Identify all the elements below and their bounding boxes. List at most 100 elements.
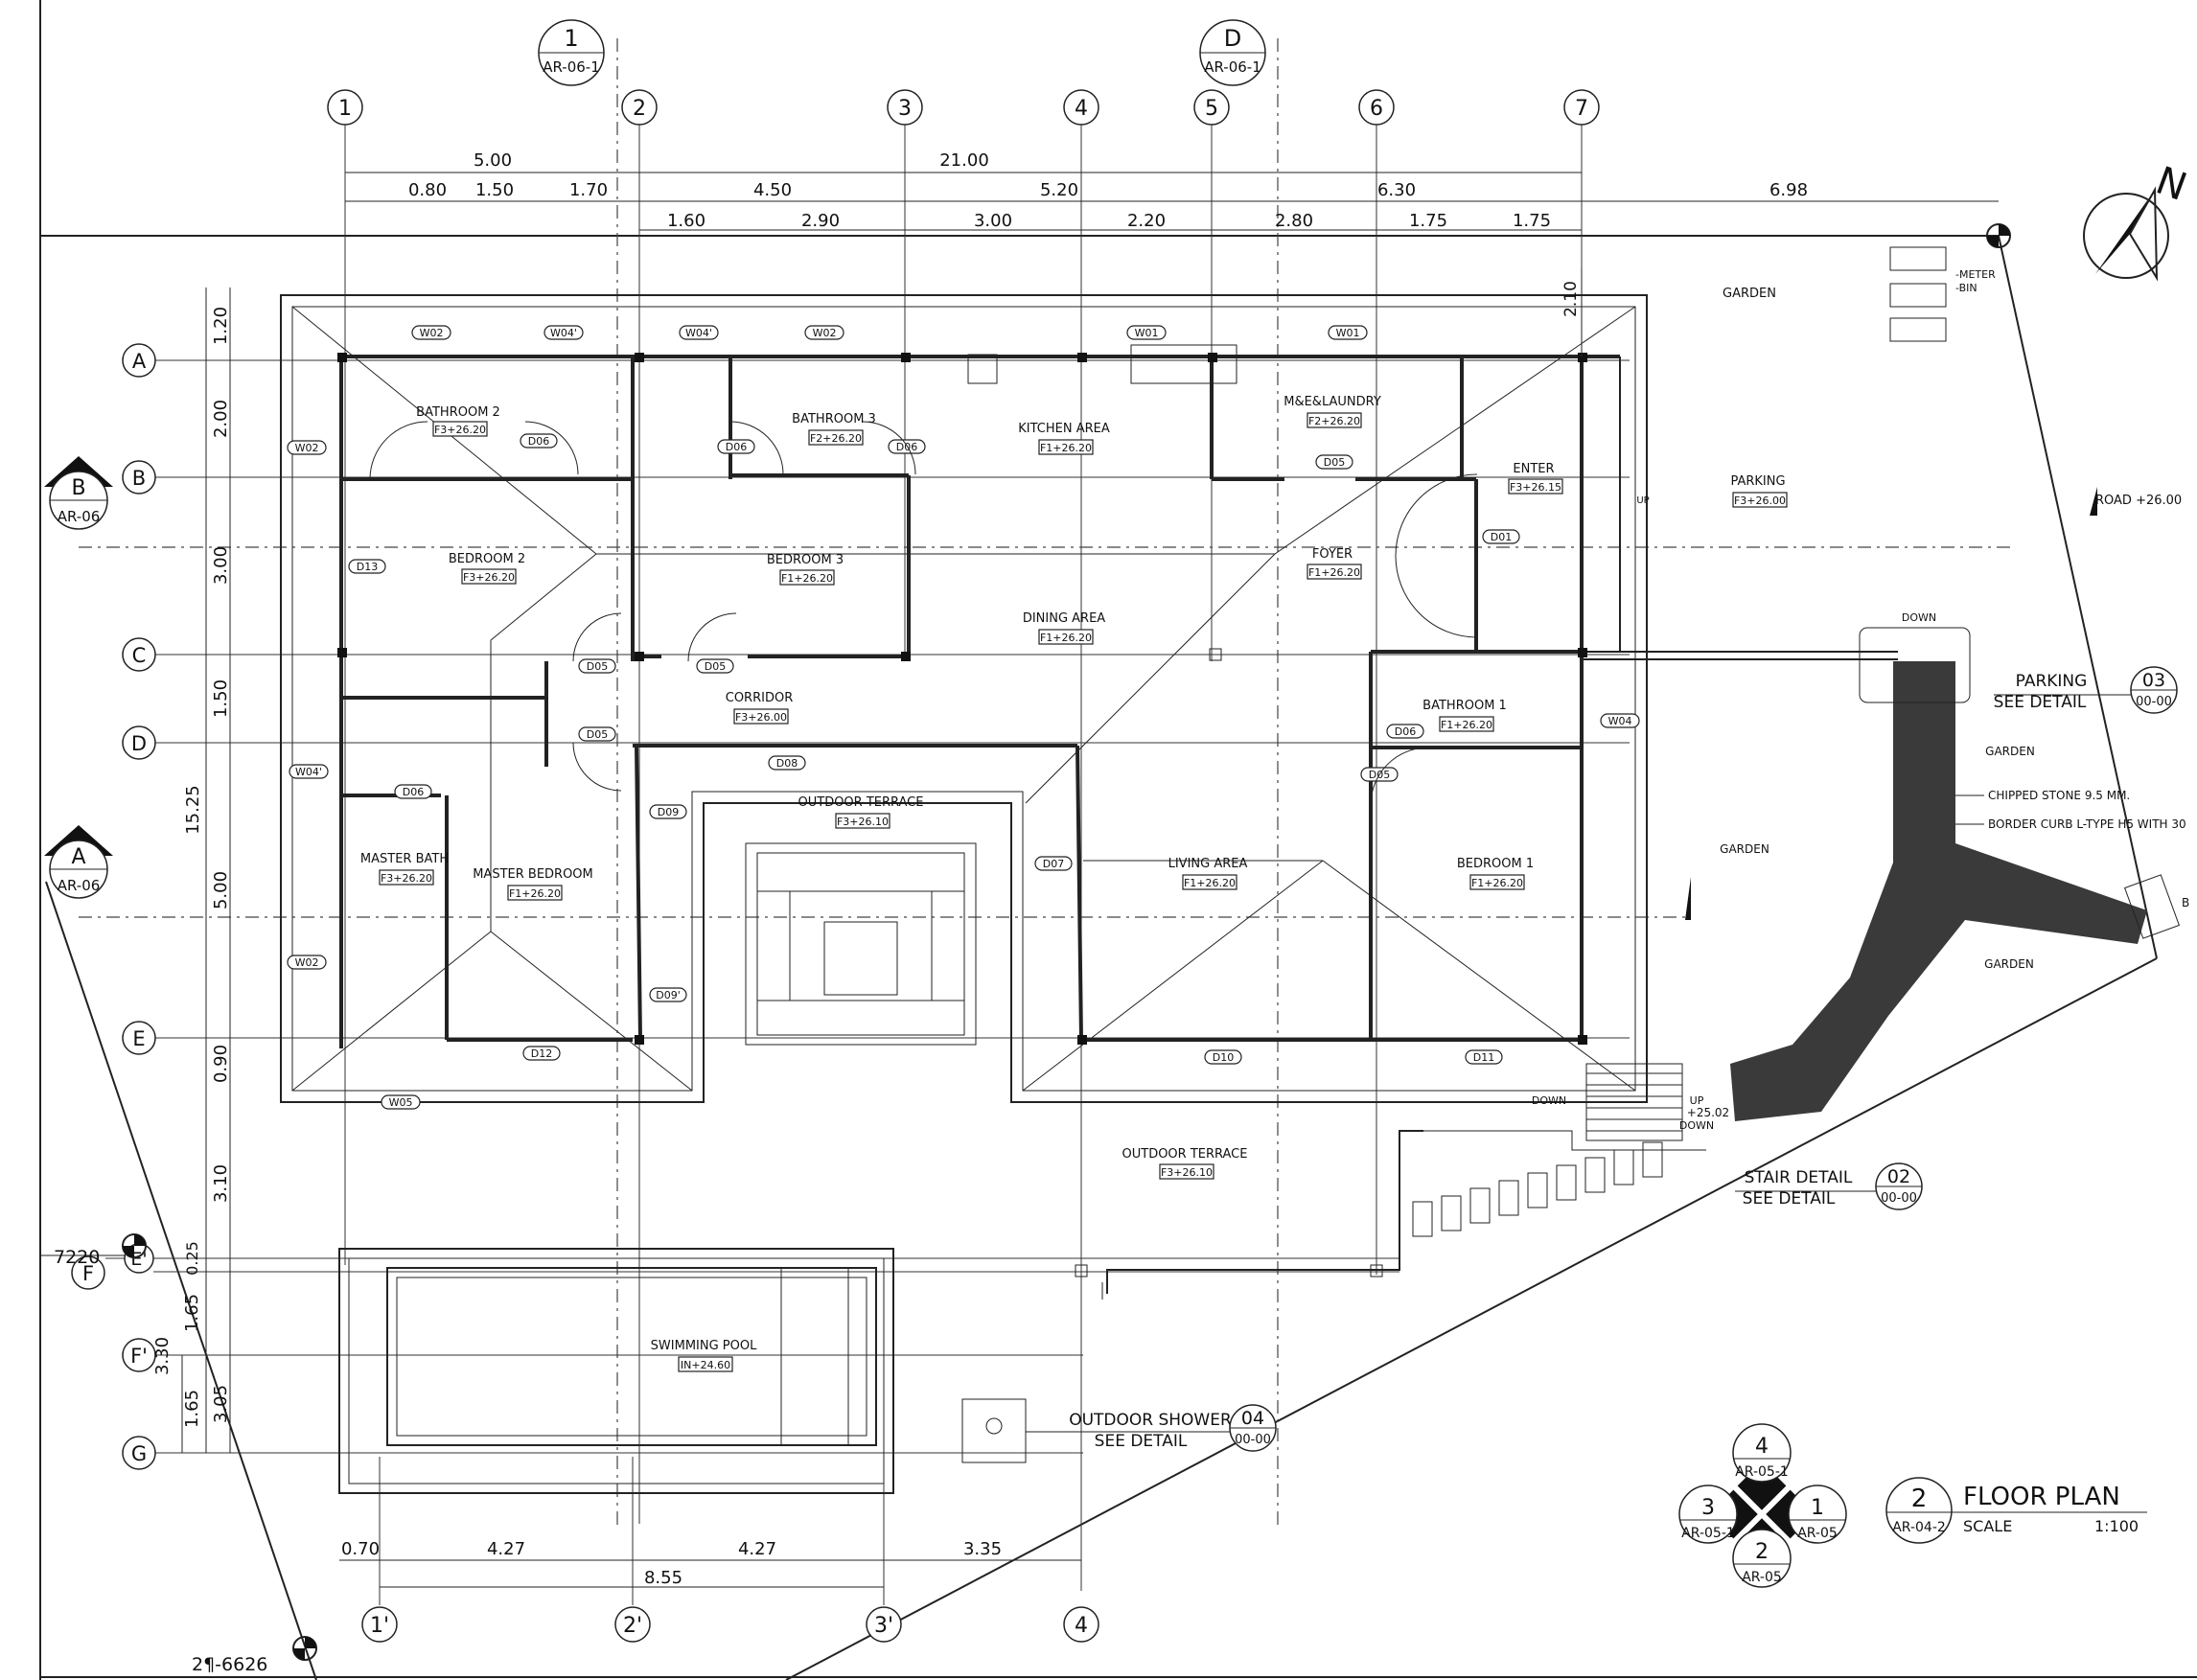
callout-sub: SEE DETAIL	[1743, 1189, 1836, 1208]
dim-text: 0.90	[211, 1045, 231, 1083]
scale-label: SCALE	[1963, 1517, 2012, 1535]
grid-lines-horizontal	[79, 359, 2013, 1454]
section-marker-1: 1 AR-06-1	[538, 19, 605, 86]
down-label: DOWN	[1532, 1094, 1566, 1107]
section-number: A	[71, 845, 85, 869]
grid-col-lower-label: 2'	[623, 1614, 642, 1638]
dim-text: 15.25	[183, 785, 203, 835]
grid-col-label: 1	[338, 97, 352, 121]
survey-pins: 7220 2¶-6626	[54, 223, 2011, 1675]
bin-label: -BIN	[1955, 282, 1977, 294]
elevation-num: 4	[1755, 1435, 1769, 1459]
room-tag: F1+26.20	[1040, 442, 1092, 454]
dim-text: 1.50	[475, 180, 514, 200]
grid-lines-vertical	[344, 38, 1583, 1605]
room-tag: F3+26.20	[381, 872, 432, 885]
property-boundary	[40, 235, 2158, 1680]
dim-text: 3.00	[974, 211, 1012, 231]
dim-text: 2.10	[1561, 281, 1581, 317]
grid-row-label: G	[131, 1442, 147, 1465]
grid-col-label: 2	[633, 97, 646, 121]
room-name: ENTER	[1513, 462, 1554, 476]
window-tag: W01	[1135, 327, 1159, 339]
door-tag: D08	[776, 757, 798, 770]
window-tag: W04'	[550, 327, 577, 339]
room-tag: F2+26.20	[1308, 415, 1360, 427]
room-tag: F1+26.20	[1308, 566, 1360, 579]
grid-row-label: B	[132, 467, 146, 490]
edge-label: B	[2182, 896, 2189, 909]
drawing-title-text: FLOOR PLAN	[1963, 1483, 2120, 1511]
drawing-number: 2	[1911, 1484, 1928, 1513]
room-tag: F1+26.20	[1184, 877, 1236, 889]
door-tag: D13	[357, 561, 378, 573]
callout-sheet: 00-00	[1235, 1433, 1271, 1447]
dim-text: 5.20	[1040, 180, 1078, 200]
opening-tags: W02 W04' W04' W02 W01 W01 W02 W04' W02 W…	[287, 325, 1640, 1110]
left-dimension-text: 15.25 1.20 2.00 3.00 1.50 5.00 0.90 3.10…	[152, 307, 231, 1428]
door-tag: D10	[1213, 1051, 1234, 1064]
room-tag: F3+26.20	[463, 571, 515, 584]
dim-text: 5.00	[474, 150, 512, 171]
dim-text: 8.55	[644, 1568, 682, 1588]
dim-text: 0.25	[183, 1241, 201, 1276]
garden-label: GARDEN	[1720, 842, 1769, 856]
chipped-stone-label: CHIPPED STONE 9.5 MM.	[1988, 789, 2130, 802]
room-tag: F3+26.10	[1161, 1166, 1213, 1179]
up-label: UP	[1636, 495, 1649, 506]
dim-text: 0.80	[408, 180, 447, 200]
section-sheet: AR-06-1	[543, 58, 600, 76]
dim-text: 1.75	[1513, 211, 1551, 231]
garden-label: GARDEN	[1723, 287, 1776, 301]
door-tag: D09	[658, 806, 679, 818]
room-tag: F3+26.00	[1734, 495, 1786, 507]
room-name: SWIMMING POOL	[651, 1339, 757, 1353]
north-arrow: N	[2083, 159, 2192, 282]
down-label: DOWN	[1679, 1119, 1714, 1132]
callout-num: 02	[1887, 1166, 1910, 1187]
grid-row-label: F'	[130, 1345, 148, 1368]
dim-text: 1.60	[667, 211, 705, 231]
room-name: LIVING AREA	[1168, 857, 1248, 871]
elevation-num: 3	[1701, 1496, 1715, 1520]
dim-text: 4.50	[753, 180, 792, 200]
callout-title: PARKING	[2016, 672, 2088, 691]
door-tag: D11	[1473, 1051, 1494, 1064]
grid-row-label: F	[82, 1262, 94, 1285]
sheet-border	[39, 0, 2197, 1680]
grid-column-bubbles: 1 2 3 4 5 6 7 1' 2' 3' 4	[327, 89, 1600, 1643]
stairs	[1399, 1063, 1706, 1237]
room-tag: F3+26.10	[837, 816, 889, 828]
dim-text: 3.10	[211, 1164, 231, 1203]
dim-text: 5.00	[211, 871, 231, 909]
room-labels: BATHROOM 2 F3+26.20 BATHROOM 3 F2+26.20 …	[360, 395, 1788, 1372]
room-name: MASTER BEDROOM	[473, 867, 593, 882]
garden-label: GARDEN	[1984, 957, 2034, 971]
door-tag: D06	[528, 435, 549, 448]
dim-text: 2.80	[1275, 211, 1313, 231]
section-number: B	[71, 476, 85, 500]
dim-text: 2.90	[801, 211, 840, 231]
room-name: OUTDOOR TERRACE	[1122, 1147, 1248, 1162]
dim-text: 1.50	[211, 679, 231, 718]
section-number: D	[1224, 25, 1241, 52]
dim-text: 4.27	[487, 1539, 525, 1559]
section-sheet: AR-06	[58, 508, 101, 525]
room-tag: F1+26.20	[781, 572, 833, 585]
dim-text: 1.65	[182, 1390, 202, 1428]
site-labels: GARDEN GARDEN GARDEN GARDEN -METER -BIN …	[1532, 268, 2189, 1132]
room-name: MASTER BATH	[360, 852, 449, 866]
dim-text: 6.30	[1377, 180, 1416, 200]
callout-num: 03	[2142, 670, 2165, 691]
road-label: ROAD +26.00	[2095, 494, 2182, 508]
door-tag: D07	[1043, 858, 1064, 870]
door-tag: D01	[1491, 531, 1512, 543]
window-tag: W04'	[685, 327, 712, 339]
section-number: 1	[564, 25, 578, 52]
room-tag: F2+26.20	[810, 432, 862, 445]
window-tag: W01	[1336, 327, 1360, 339]
dim-text: 3.00	[211, 546, 231, 585]
dim-text: 2.00	[211, 400, 231, 438]
elevation-sheet: AR-05	[1797, 1526, 1838, 1541]
dim-text: 3.30	[152, 1337, 173, 1375]
